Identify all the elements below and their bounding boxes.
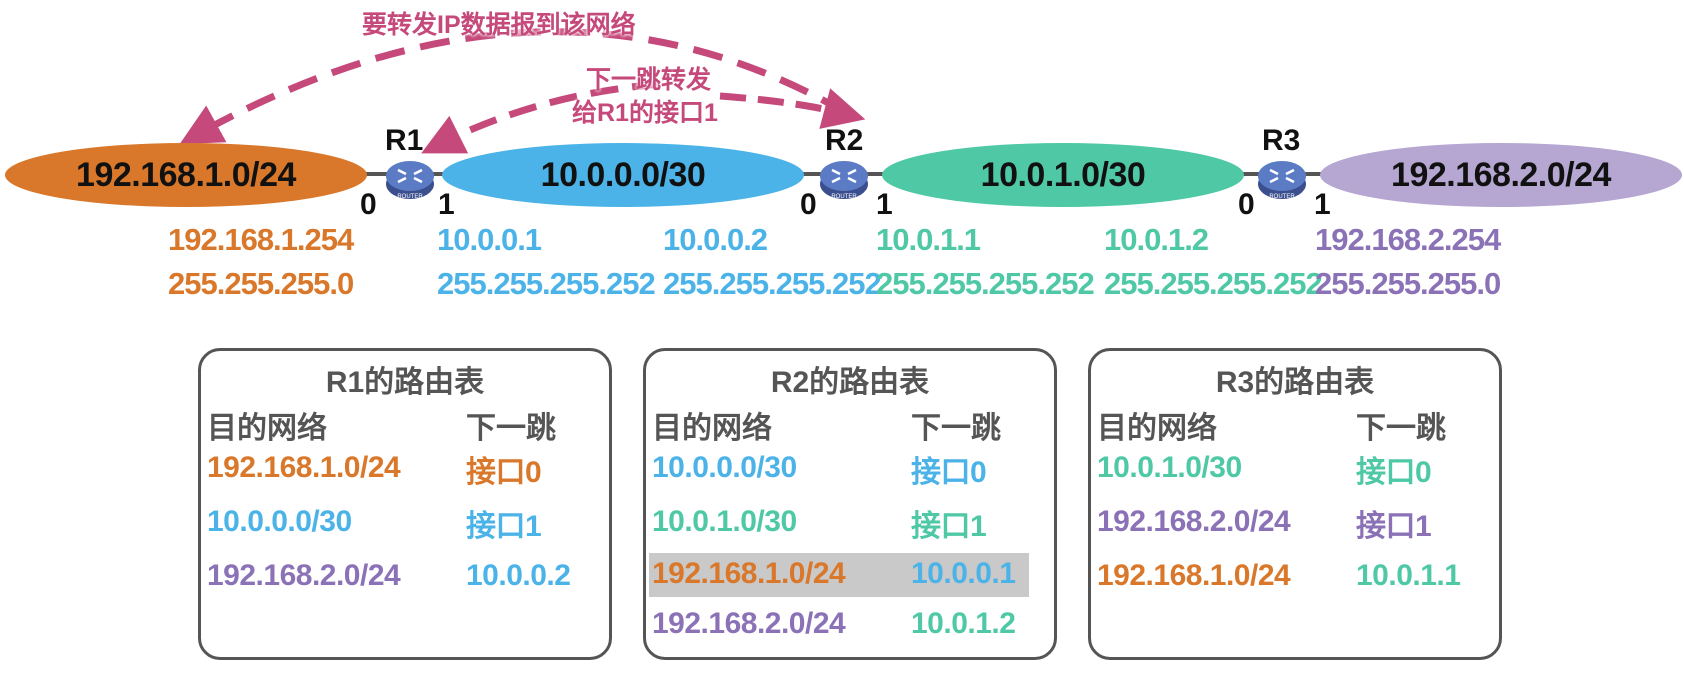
- column-header-destination: 目的网络: [207, 412, 327, 445]
- ip-address: 10.0.0.2: [663, 222, 768, 257]
- subnet-mask: 255.255.255.252: [876, 266, 1095, 301]
- table-row-destination: 192.168.2.0/24: [652, 607, 846, 640]
- router-r2-label: R2: [825, 124, 864, 157]
- network-label: 10.0.1.0/30: [980, 155, 1146, 194]
- address-10-0-1-1: 10.0.1.1 255.255.255.252: [876, 218, 1095, 306]
- table-row-next-hop: 接口1: [911, 510, 987, 543]
- next-hop-annotation-line2: 给R1的接口1: [572, 99, 718, 127]
- table-row-destination: 192.168.1.0/24: [1097, 559, 1291, 592]
- r1-port0: 0: [360, 188, 377, 221]
- table-row-next-hop: 接口0: [1356, 456, 1432, 489]
- table-row-next-hop: 接口0: [466, 456, 542, 489]
- address-10-0-0-1: 10.0.0.1 255.255.255.252: [437, 218, 656, 306]
- subnet-mask: 255.255.255.0: [168, 266, 354, 301]
- table-title: R1的路由表: [325, 366, 485, 399]
- next-hop-annotation-line1: 下一跳转发: [586, 66, 712, 94]
- table-row-next-hop: 接口1: [1356, 510, 1432, 543]
- router-icon: ROUTER: [820, 161, 868, 200]
- column-header-next-hop: 下一跳: [911, 412, 1001, 445]
- ip-address: 10.0.1.1: [876, 222, 981, 257]
- table-row-next-hop: 10.0.0.1: [911, 557, 1016, 590]
- subnet-mask: 255.255.255.252: [437, 266, 656, 301]
- network-10-0-0-0: 10.0.0.0/30: [442, 143, 804, 207]
- table-row-destination: 10.0.1.0/30: [1097, 451, 1242, 484]
- column-header-destination: 目的网络: [1097, 412, 1217, 445]
- router-icon-text: ROUTER: [1269, 194, 1295, 200]
- router-icon: ROUTER: [1258, 161, 1306, 200]
- subnet-mask: 255.255.255.0: [1315, 266, 1501, 301]
- network-10-0-1-0: 10.0.1.0/30: [882, 143, 1244, 207]
- ip-address: 192.168.1.254: [168, 222, 354, 257]
- routing-table-r1: R1的路由表 目的网络 下一跳 192.168.1.0/24 接口0 10.0.…: [198, 348, 612, 660]
- table-row-destination: 10.0.0.0/30: [207, 505, 352, 538]
- ip-address: 10.0.1.2: [1104, 222, 1209, 257]
- table-row-next-hop: 接口0: [911, 456, 987, 489]
- table-row-destination: 192.168.2.0/24: [207, 559, 401, 592]
- address-192-168-1-254: 192.168.1.254 255.255.255.0: [168, 218, 354, 306]
- network-192-168-2-0: 192.168.2.0/24: [1320, 143, 1682, 207]
- table-row-next-hop: 10.0.0.2: [466, 559, 571, 592]
- routing-table-r3: R3的路由表 目的网络 下一跳 10.0.1.0/30 接口0 192.168.…: [1088, 348, 1502, 660]
- table-row-destination: 192.168.1.0/24: [207, 451, 401, 484]
- ip-address: 192.168.2.254: [1315, 222, 1501, 257]
- subnet-mask: 255.255.255.252: [1104, 266, 1323, 301]
- table-row-next-hop: 10.0.1.1: [1356, 559, 1461, 592]
- address-10-0-0-2: 10.0.0.2 255.255.255.252: [663, 218, 882, 306]
- column-header-next-hop: 下一跳: [1356, 412, 1446, 445]
- network-192-168-1-0: 192.168.1.0/24: [5, 143, 367, 207]
- table-row-next-hop: 10.0.1.2: [911, 607, 1016, 640]
- r2-port0: 0: [800, 188, 817, 221]
- table-row-destination: 192.168.2.0/24: [1097, 505, 1291, 538]
- router-icon-text: ROUTER: [831, 194, 857, 200]
- column-header-next-hop: 下一跳: [466, 412, 556, 445]
- address-10-0-1-2: 10.0.1.2 255.255.255.252: [1104, 218, 1323, 306]
- table-row-destination: 10.0.0.0/30: [652, 451, 797, 484]
- router-icon-text: ROUTER: [397, 194, 423, 200]
- r3-port0: 0: [1238, 188, 1255, 221]
- network-label: 192.168.1.0/24: [76, 155, 296, 194]
- table-row-destination: 192.168.1.0/24: [652, 557, 846, 590]
- forward-arrow: [179, 28, 850, 145]
- r3-port1: 1: [1314, 188, 1331, 221]
- next-hop-arrow-tail: [719, 88, 866, 129]
- ip-address: 10.0.0.1: [437, 222, 542, 257]
- r1-port1: 1: [438, 188, 455, 221]
- table-row-next-hop: 接口1: [466, 510, 542, 543]
- router-r1-label: R1: [385, 124, 424, 157]
- routing-table-r2: R2的路由表 目的网络 下一跳 10.0.0.0/30 接口0 10.0.1.0…: [643, 348, 1057, 660]
- r2-port1: 1: [876, 188, 893, 221]
- router-icon: ROUTER: [386, 161, 434, 200]
- router-r3-label: R3: [1262, 124, 1301, 157]
- table-row-destination: 10.0.1.0/30: [652, 505, 797, 538]
- address-192-168-2-254: 192.168.2.254 255.255.255.0: [1315, 218, 1501, 306]
- column-header-destination: 目的网络: [652, 412, 772, 445]
- forward-annotation: 要转发IP数据报到该网络: [362, 11, 636, 39]
- network-label: 192.168.2.0/24: [1391, 155, 1611, 194]
- highlighted-row: [649, 553, 1029, 597]
- subnet-mask: 255.255.255.252: [663, 266, 882, 301]
- table-title: R2的路由表: [770, 366, 930, 399]
- table-title: R3的路由表: [1215, 366, 1375, 399]
- network-label: 10.0.0.0/30: [540, 155, 706, 194]
